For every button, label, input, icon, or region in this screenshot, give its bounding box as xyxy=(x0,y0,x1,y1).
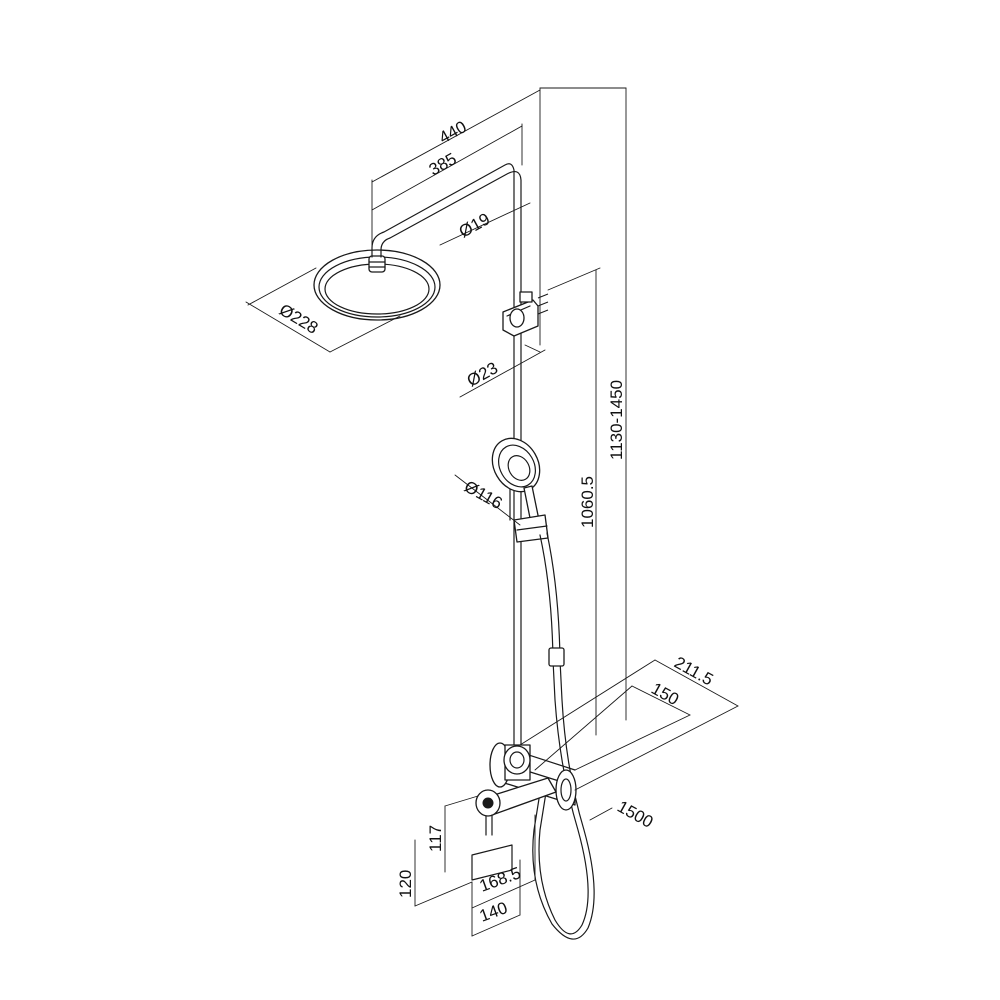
label-1130-1450: 1130-1450 xyxy=(607,380,626,460)
shower-arm xyxy=(371,163,522,301)
dimension-lines xyxy=(245,87,739,937)
upper-holder xyxy=(502,291,549,337)
shower-hose xyxy=(532,532,595,940)
label-1060-5: 1060.5 xyxy=(578,476,597,528)
label-1500: 1500 xyxy=(614,797,656,832)
label-168-5: 168.5 xyxy=(477,863,523,895)
label-150: 150 xyxy=(648,679,682,709)
label-diameter-19: Ø19 xyxy=(456,209,493,241)
label-120: 120 xyxy=(396,870,415,898)
hand-shower xyxy=(491,437,549,543)
label-diameter-228: Ø228 xyxy=(276,300,321,338)
spout xyxy=(471,777,557,881)
label-211-5: 211.5 xyxy=(671,653,716,690)
label-117: 117 xyxy=(426,825,445,852)
label-diameter-116: Ø116 xyxy=(461,477,505,513)
rain-shower-head xyxy=(313,249,441,321)
label-385: 385 xyxy=(426,149,460,179)
label-diameter-23: Ø23 xyxy=(464,358,501,390)
label-440: 440 xyxy=(436,117,470,147)
